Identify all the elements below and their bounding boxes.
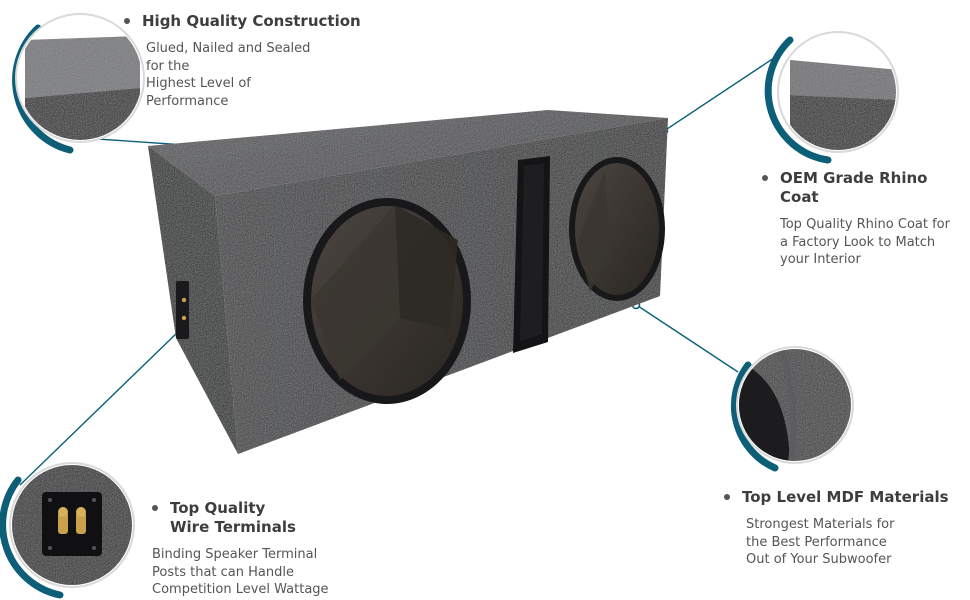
- bullet-icon: [724, 494, 730, 500]
- speaker-cutout-right: [569, 157, 665, 301]
- construction-badge: [12, 13, 145, 154]
- feature-description: Binding Speaker Terminal Posts that can …: [152, 547, 329, 597]
- speaker-cutout-left: [303, 198, 471, 404]
- mdf-badge: [730, 346, 854, 472]
- side-terminal-plate: [176, 281, 189, 339]
- feature-title: OEM Grade Rhino Coat: [780, 169, 928, 206]
- feature-mdf: Top Level MDF Materials Strongest Materi…: [724, 488, 964, 569]
- feature-rhino-coat: OEM Grade Rhino Coat Top Quality Rhino C…: [762, 169, 967, 269]
- feature-description: Strongest Materials for the Best Perform…: [746, 517, 895, 567]
- connector-line-terminals: [19, 329, 181, 486]
- connector-line-rhino: [663, 51, 784, 132]
- terminal-badge: [0, 462, 135, 599]
- bullet-icon: [152, 505, 158, 511]
- feature-description: Top Quality Rhino Coat for a Factory Loo…: [780, 217, 950, 267]
- connector-line-mdf: [637, 305, 739, 373]
- rhino-coat-badge: [764, 31, 899, 164]
- feature-description: Glued, Nailed and Sealed for the Highest…: [146, 41, 311, 109]
- feature-title: Top Quality Wire Terminals: [170, 499, 296, 536]
- feature-title: High Quality Construction: [142, 12, 361, 30]
- bullet-icon: [762, 175, 768, 181]
- feature-terminals: Top Quality Wire Terminals Binding Speak…: [152, 499, 382, 599]
- feature-title: Top Level MDF Materials: [742, 488, 949, 506]
- feature-construction: High Quality Construction Glued, Nailed …: [124, 12, 364, 110]
- bullet-icon: [124, 18, 130, 24]
